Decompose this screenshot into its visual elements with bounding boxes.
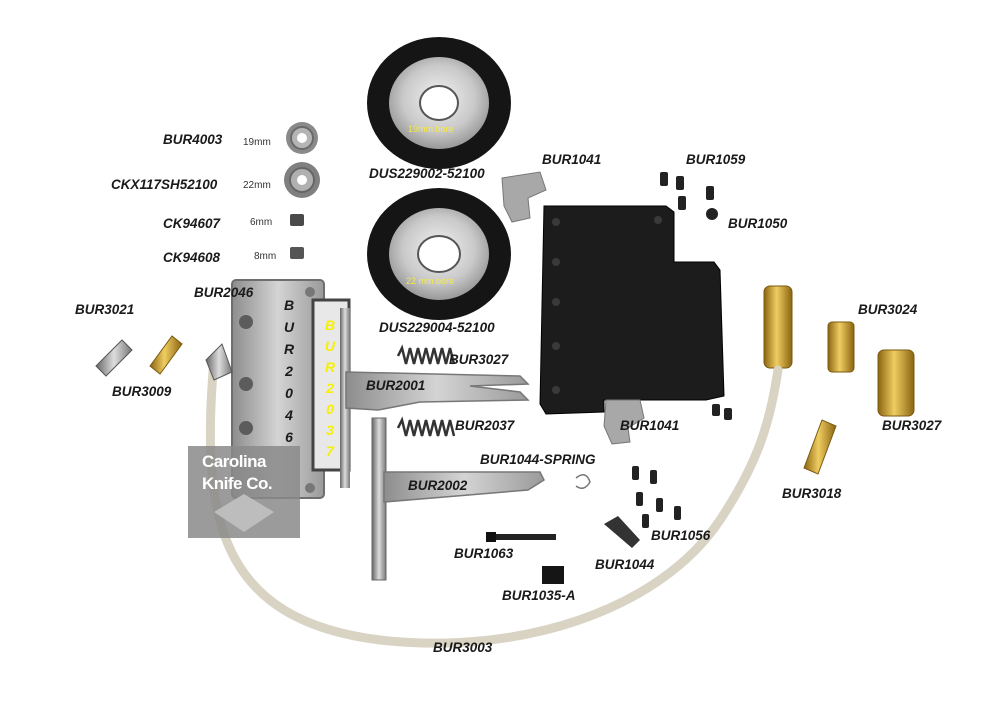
label-ck94607: CK94607 xyxy=(163,216,221,231)
fitting-bur3009 xyxy=(149,335,183,375)
label-bur2037: BUR2037 xyxy=(455,418,515,433)
label-bur3027-right: BUR3027 xyxy=(882,418,942,433)
spring-bur1044 xyxy=(575,474,591,489)
vertical-char: R xyxy=(324,359,336,375)
vertical-char: U xyxy=(324,338,336,354)
label-bur3024: BUR3024 xyxy=(858,302,918,317)
label-bur1056: BUR1056 xyxy=(651,528,711,543)
spring-bur3027 xyxy=(396,344,456,365)
contact-wheel-19mm xyxy=(367,37,511,169)
vertical-char: R xyxy=(283,341,295,357)
label-bur3018: BUR3018 xyxy=(782,486,842,501)
size-ck94607: 6mm xyxy=(250,217,273,228)
vertical-char: 2 xyxy=(326,380,334,396)
watermark-line2: Knife Co. xyxy=(202,474,273,493)
label-dus229004: DUS229004-52100 xyxy=(379,320,495,335)
vertical-char: 0 xyxy=(326,401,334,417)
vertical-char: 0 xyxy=(285,385,293,401)
label-ckx117: CKX117SH52100 xyxy=(111,177,218,192)
label-bur1041-top: BUR1041 xyxy=(542,152,602,167)
threaded-rod-bur1063 xyxy=(486,532,556,542)
spring-bur2037 xyxy=(396,416,456,437)
screws-bur1059 xyxy=(660,172,718,220)
vertical-char: 6 xyxy=(285,429,293,445)
label-bur1035a: BUR1035-A xyxy=(502,588,576,603)
label-bur2046: BUR2046 xyxy=(194,285,254,300)
bearing-22mm xyxy=(284,162,320,198)
block-bur1035a xyxy=(542,566,564,584)
bore-label-top: 19mm bore xyxy=(408,124,454,134)
slide-bur2001 xyxy=(345,371,530,411)
label-bur1059: BUR1059 xyxy=(686,152,746,167)
vertical-char: 7 xyxy=(326,443,334,459)
label-bur3009: BUR3009 xyxy=(112,384,172,399)
shaft-8mm xyxy=(290,247,304,259)
size-ckx117: 22mm xyxy=(243,180,271,191)
vertical-char: 3 xyxy=(326,422,334,438)
label-bur1044-spring: BUR1044-SPRING xyxy=(480,452,596,467)
housing-bur2046 xyxy=(231,279,325,499)
fitting-bur3021 xyxy=(95,339,133,377)
label-bur3021: BUR3021 xyxy=(75,302,135,317)
watermark-line1: Carolina xyxy=(202,452,267,471)
screws-bur1056 xyxy=(632,466,681,528)
label-bur3003: BUR3003 xyxy=(433,640,493,655)
mounting-plate xyxy=(539,205,725,415)
contact-wheel-22mm xyxy=(367,188,511,320)
vertical-char: 4 xyxy=(285,407,293,423)
fitting-bur3018 xyxy=(803,419,837,475)
label-bur2001: BUR2001 xyxy=(366,378,426,393)
label-bur4003: BUR4003 xyxy=(163,132,223,147)
guide-rod xyxy=(340,308,350,488)
vertical-char: B xyxy=(283,297,295,313)
screw-small xyxy=(712,404,732,420)
label-bur1044: BUR1044 xyxy=(595,557,655,572)
label-bur2002: BUR2002 xyxy=(408,478,468,493)
vertical-char: 2 xyxy=(285,363,293,379)
label-bur3027-mid: BUR3027 xyxy=(449,352,509,367)
label-dus229002: DUS229002-52100 xyxy=(369,166,485,181)
size-ck94608: 8mm xyxy=(254,251,277,262)
bore-label-bottom: 22 mm bore xyxy=(406,276,455,286)
size-bur4003: 19mm xyxy=(243,137,271,148)
fitting-bur3027 xyxy=(877,349,915,417)
bearing-19mm xyxy=(286,122,318,154)
label-bur1041-mid: BUR1041 xyxy=(620,418,680,433)
label-bur1050: BUR1050 xyxy=(728,216,788,231)
label-bur1063: BUR1063 xyxy=(454,546,514,561)
fitting-hose-end xyxy=(763,285,793,369)
vertical-char: U xyxy=(283,319,295,335)
lever-bur1044 xyxy=(604,516,640,548)
vertical-char: B xyxy=(324,317,336,333)
carolina-knife-watermark xyxy=(188,446,300,538)
fitting-bur3024 xyxy=(827,321,855,373)
bracket-bur1041-mid xyxy=(603,399,645,445)
shaft-6mm xyxy=(290,214,304,226)
bracket-bur2002 xyxy=(371,417,545,581)
bracket-bur1041-top xyxy=(501,171,547,223)
hose-end-left xyxy=(205,343,233,381)
label-ck94608: CK94608 xyxy=(163,250,221,265)
